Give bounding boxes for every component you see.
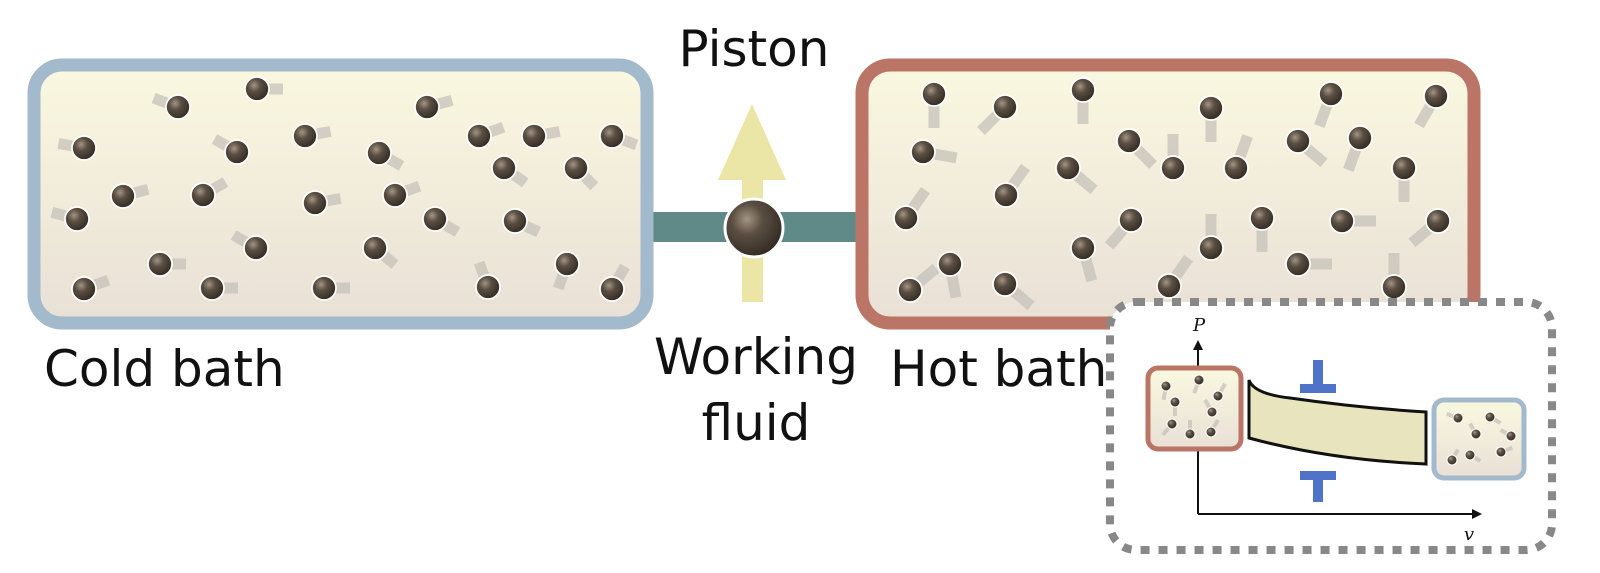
gas-particle-icon (1116, 128, 1157, 169)
inset-y-axis-label: P (1192, 315, 1206, 336)
gas-particle-icon (1205, 418, 1220, 438)
gas-particle-icon (1212, 382, 1227, 402)
gas-particle-icon (1285, 251, 1332, 277)
gas-particle-icon (57, 135, 97, 161)
gas-particle-icon (211, 134, 250, 165)
gas-particle-icon (302, 190, 342, 216)
gas-particle-icon (1055, 155, 1098, 195)
gas-particle-icon (1169, 396, 1181, 416)
inset-upper-marker (1300, 360, 1336, 393)
gas-particle-icon (491, 155, 529, 188)
gas-particle-icon (422, 206, 461, 237)
working-fluid-label-line1: Working (654, 328, 858, 386)
gas-particle-icon (910, 139, 958, 165)
gas-particle-icon (893, 186, 931, 231)
gas-particle-icon (977, 94, 1018, 135)
gas-particle-icon (71, 274, 111, 302)
gas-particle-icon (563, 155, 599, 191)
piston-label: Piston (679, 20, 830, 78)
gas-particle-icon (244, 76, 283, 102)
gas-particle-icon (1192, 374, 1205, 394)
gas-particle-icon (921, 81, 947, 128)
gas-particle-icon (230, 230, 269, 261)
gas-particle-icon (1468, 422, 1482, 440)
gas-particle-icon (1285, 128, 1328, 168)
gas-particle-icon (1070, 77, 1096, 124)
working-fluid-label-line2: fluid (702, 394, 811, 452)
gas-particle-icon (599, 123, 639, 151)
gas-particle-icon (199, 275, 238, 301)
cold-bath-particles (50, 76, 639, 302)
gas-particle-icon (1198, 214, 1224, 261)
gas-particle-icon (382, 180, 422, 208)
inset-x-axis-label: v (1464, 524, 1474, 545)
gas-particle-icon (1464, 449, 1482, 463)
gas-particle-icon (1223, 134, 1253, 181)
gas-particle-icon (1070, 235, 1098, 283)
gas-particle-icon (502, 208, 541, 237)
gas-particle-icon (292, 123, 332, 149)
inset-cold-bath-particles (1446, 411, 1517, 466)
gas-particle-icon (473, 260, 501, 300)
gas-particle-icon (1329, 208, 1376, 234)
inset-x-arrowhead (1472, 509, 1482, 519)
gas-particle-icon (1160, 134, 1186, 181)
gas-particle-icon (521, 123, 561, 149)
gas-particle-icon (190, 177, 229, 208)
gas-particle-icon (414, 94, 454, 120)
gas-particle-icon (993, 163, 1031, 208)
gas-particle-icon (1495, 446, 1513, 458)
gas-particle-icon (1446, 448, 1460, 466)
gas-particle-icon (311, 275, 350, 301)
inset-y-arrowhead (1193, 340, 1203, 350)
hot-bath-label: Hot bath (890, 340, 1107, 398)
gas-particle-icon (147, 251, 186, 277)
gas-particle-icon (1161, 418, 1178, 437)
gas-particle-icon (1391, 155, 1417, 202)
gas-particle-icon (1156, 254, 1194, 299)
gas-particle-icon (1104, 207, 1144, 250)
gas-particle-icon (1381, 253, 1407, 300)
gas-particle-icon (50, 206, 90, 232)
gas-particle-icon (1343, 125, 1373, 172)
gas-particle-icon (366, 140, 405, 171)
gas-particle-icon (110, 183, 150, 209)
gas-particle-icon (992, 271, 1035, 311)
gas-particle-icon (1314, 81, 1344, 128)
gas-particle-icon (1249, 205, 1275, 252)
gas-particle-icon (552, 251, 580, 291)
gas-particle-icon (1198, 95, 1224, 142)
gas-particle-icon (1414, 83, 1449, 129)
inset-cycle-region (1247, 379, 1428, 466)
inset-lower-marker (1300, 471, 1336, 502)
gas-particle-icon (1203, 398, 1218, 418)
gas-particle-icon (1499, 428, 1517, 442)
gas-particle-icon (937, 251, 963, 299)
piston-ball-icon (723, 197, 785, 259)
hot-bath-particles (893, 77, 1451, 311)
gas-particle-icon (897, 263, 940, 303)
gas-particle-icon (1160, 380, 1172, 401)
gas-particle-icon (1484, 411, 1502, 425)
gas-particle-icon (1446, 412, 1464, 424)
gas-particle-icon (599, 263, 630, 302)
gas-particle-icon (1184, 420, 1196, 440)
inset-hot-bath-particles (1160, 374, 1227, 440)
pv-inset: P v (1106, 298, 1556, 554)
gas-particle-icon (466, 121, 506, 149)
gas-particle-icon (1408, 208, 1451, 248)
gas-particle-icon (362, 235, 399, 269)
gas-particle-icon (151, 92, 191, 120)
cold-bath-label: Cold bath (44, 340, 285, 398)
